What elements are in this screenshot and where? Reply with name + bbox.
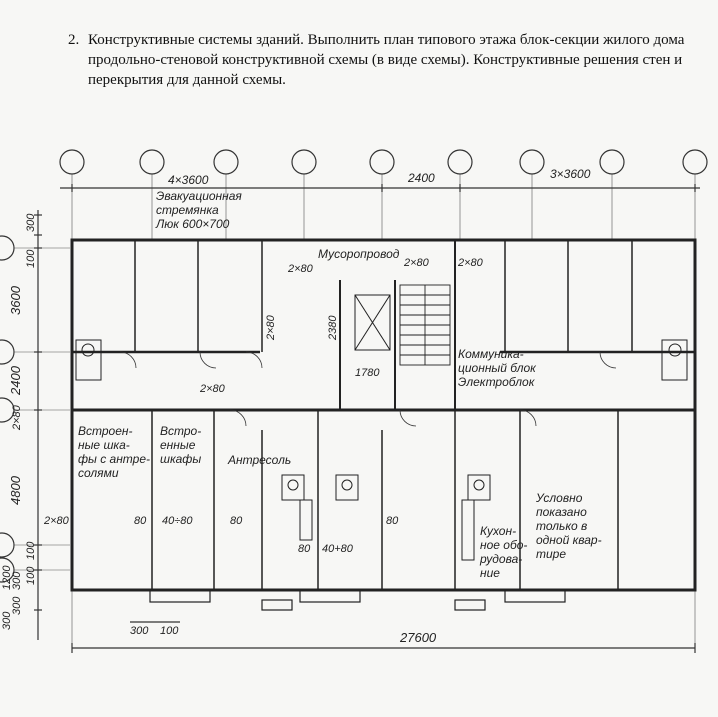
label-2x80-b: 2×80	[403, 257, 430, 269]
label-80-d: 80	[386, 515, 399, 527]
label-80-a: 80	[134, 515, 147, 527]
sanitary-fixtures	[75, 339, 688, 561]
dim-left-300c: 300	[11, 596, 23, 615]
label-comm-3: Электроблок	[458, 375, 536, 389]
top-dimension-line	[60, 184, 700, 192]
dim-top-right: 3×3600	[550, 167, 591, 181]
door-swings	[119, 351, 617, 427]
task-number: 2.	[68, 32, 80, 48]
label-80-c: 80	[298, 543, 311, 555]
label-builtin-mezz-4: солями	[78, 466, 119, 480]
label-conditional-2: показано	[536, 505, 587, 519]
label-comm-1: Коммуника-	[458, 347, 524, 361]
label-garbage-chute: Мусоропровод	[318, 247, 400, 261]
label-40-80b: 40+80	[322, 543, 354, 555]
dim-left-2x80: 2×80	[11, 404, 23, 431]
label-conditional-4: одной квар-	[536, 533, 602, 547]
label-kitchen-1: Кухон-	[480, 524, 516, 538]
label-2x80-c: 2×80	[457, 257, 484, 269]
label-2x80-a: 2×80	[287, 263, 314, 275]
building-walls	[70, 238, 697, 611]
label-mezzanine: Антресоль	[227, 453, 291, 467]
label-builtin-mezz-3: фы с антре-	[78, 452, 150, 466]
dim-bottom-a: 300	[130, 625, 149, 637]
dim-top-middle: 2400	[407, 171, 435, 185]
dim-left-100c: 100	[25, 566, 37, 585]
staircase	[399, 284, 451, 366]
dim-left-300d: 300	[1, 611, 13, 630]
dim-top-left: 4×3600	[168, 173, 209, 187]
label-kitchen-4: ние	[480, 566, 500, 580]
axis-bubbles-top	[59, 149, 708, 175]
label-2x80-d: 2×80	[199, 383, 226, 395]
task-text: Конструктивные системы зданий. Выполнить…	[88, 32, 685, 88]
dim-left-100b: 100	[25, 541, 37, 560]
label-kitchen-2: ное обо-	[480, 538, 527, 552]
label-elevator-dim: 2380	[327, 315, 339, 341]
dim-left-1200: 1200	[1, 565, 13, 590]
dim-left-2400: 2400	[8, 365, 23, 396]
left-dimension-line	[34, 210, 42, 640]
floor-plan-drawing: 4×3600 2400 3×3600 27600 300 100 300 100…	[0, 149, 708, 653]
label-evac-1: Эвакуационная	[156, 189, 242, 203]
task-statement: 2. Конструктивные системы зданий. Выполн…	[68, 30, 688, 90]
label-builtin-2: енные	[160, 438, 196, 452]
label-conditional-5: тире	[536, 547, 566, 561]
label-builtin-mezz-1: Встроен-	[78, 424, 133, 438]
label-evac-2: стремянка	[156, 203, 219, 217]
label-builtin-1: Встро-	[160, 424, 201, 438]
grid-axes	[14, 174, 696, 650]
bottom-dimension-line	[71, 621, 696, 653]
label-40-80: 40÷80	[162, 515, 193, 527]
dim-overall: 27600	[399, 630, 437, 645]
label-conditional-3: только в	[536, 519, 587, 533]
label-builtin-mezz-2: ные шка-	[78, 438, 130, 452]
elevator-shaft	[354, 294, 391, 351]
label-comm-2: ционный блок	[458, 361, 537, 375]
dim-left-4800: 4800	[8, 475, 23, 505]
dim-left-100: 100	[25, 249, 37, 268]
dim-left-3600: 3600	[8, 285, 23, 315]
label-kitchen-3: рудова-	[479, 552, 522, 566]
label-conditional-1: Условно	[535, 491, 583, 505]
dim-bottom-b: 100	[160, 625, 179, 637]
label-80-b: 80	[230, 515, 243, 527]
dim-left-2x80b: 2×80	[43, 515, 70, 527]
dim-left-300: 300	[25, 213, 37, 232]
label-builtin-3: шкафы	[160, 452, 201, 466]
label-2x80-e: 2×80	[265, 314, 277, 341]
label-evac-3: Люк 600×700	[155, 217, 230, 231]
dim-left-300b: 300	[11, 571, 23, 590]
label-stair-dim: 1780	[355, 367, 380, 379]
